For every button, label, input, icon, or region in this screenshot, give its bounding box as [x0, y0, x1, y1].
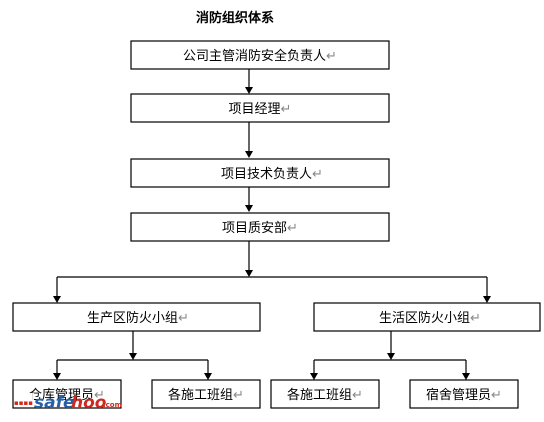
return-mark: ↵ — [491, 388, 502, 403]
svg-text:宿舍管理员↵: 宿舍管理员↵ — [426, 387, 502, 403]
arrow-head — [462, 373, 470, 380]
diagram-title: 消防组织体系 — [196, 10, 274, 26]
svg-text:仓库管理员↵: 仓库管理员↵ — [29, 387, 105, 403]
return-mark: ↵ — [470, 311, 481, 326]
arrow-head — [245, 205, 253, 212]
arrow-head — [245, 87, 253, 94]
svg-text:各施工班组↵: 各施工班组↵ — [287, 387, 363, 403]
arrow-head — [53, 296, 61, 303]
node-teams-right: 各施工班组↵ — [270, 379, 380, 409]
node-dorm-keeper-label: 宿舍管理员 — [426, 387, 491, 403]
arrow-head — [483, 296, 491, 303]
node-living-group-label: 生活区防火小组 — [379, 310, 470, 326]
node-living-group: 生活区防火小组↵ — [313, 302, 541, 332]
svg-text:生活区防火小组↵: 生活区防火小组↵ — [379, 310, 481, 326]
svg-text:生产区防火小组↵: 生产区防火小组↵ — [87, 310, 189, 326]
node-project-manager: 项目经理↵ — [130, 93, 390, 123]
node-teams-right-label: 各施工班组 — [287, 387, 352, 403]
watermark-dots: ▪▪▪▪ — [14, 399, 33, 407]
svg-text:各施工班组↵: 各施工班组↵ — [168, 387, 244, 403]
node-tech-lead-label: 项目技术负责人 — [221, 167, 312, 182]
node-teams-left: 各施工班组↵ — [151, 379, 261, 409]
arrow-head — [53, 373, 61, 380]
arrow-head — [204, 373, 212, 380]
node-production-group-label: 生产区防火小组 — [87, 310, 178, 326]
watermark-logo: ▪▪▪▪ safe hoo .com — [14, 393, 122, 413]
return-mark: ↵ — [94, 388, 105, 403]
node-company-head-label: 公司主管消防安全负责人 — [183, 48, 326, 64]
arrow-head — [310, 373, 318, 380]
node-warehouse-keeper: 仓库管理员↵ — [12, 379, 122, 409]
node-project-manager-label: 项目经理 — [229, 102, 281, 117]
return-mark: ↵ — [233, 388, 244, 403]
watermark-part1: safe — [34, 393, 75, 413]
arrow-head — [245, 270, 253, 277]
return-mark: ↵ — [326, 49, 337, 64]
arrow-head — [387, 353, 395, 360]
return-mark: ↵ — [352, 388, 363, 403]
node-quality-safety-label: 项目质安部 — [222, 221, 287, 236]
return-mark: ↵ — [178, 311, 189, 326]
node-teams-left-label: 各施工班组 — [168, 387, 233, 403]
node-company-head: 公司主管消防安全负责人↵ — [130, 40, 390, 70]
arrow-head — [245, 151, 253, 158]
svg-text:公司主管消防安全负责人↵: 公司主管消防安全负责人↵ — [183, 48, 337, 64]
watermark-suffix: .com — [103, 401, 122, 409]
svg-text:项目经理↵: 项目经理↵ — [229, 102, 292, 117]
node-warehouse-keeper-label: 仓库管理员 — [29, 387, 94, 403]
node-production-group: 生产区防火小组↵ — [12, 302, 261, 332]
node-quality-safety: 项目质安部↵ — [130, 212, 390, 242]
node-tech-lead: 项目技术负责人↵ — [130, 158, 390, 188]
return-mark: ↵ — [312, 167, 323, 182]
arrow-head — [129, 353, 137, 360]
return-mark: ↵ — [281, 102, 292, 117]
svg-text:项目质安部↵: 项目质安部↵ — [222, 221, 298, 236]
watermark-part2: hoo — [71, 393, 107, 413]
node-dorm-keeper: 宿舍管理员↵ — [409, 379, 519, 409]
svg-text:项目技术负责人↵: 项目技术负责人↵ — [221, 167, 323, 182]
return-mark: ↵ — [287, 221, 298, 236]
